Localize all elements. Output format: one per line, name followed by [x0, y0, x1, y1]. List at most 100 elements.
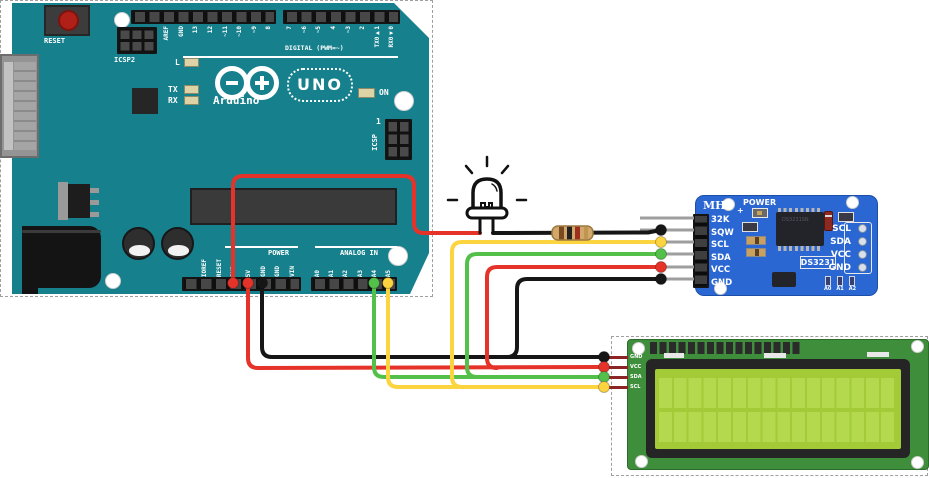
pin-label: ~3 [344, 26, 352, 34]
pin-label: A5 [385, 269, 393, 277]
led-l [184, 58, 199, 67]
rtc-left-header[interactable] [693, 214, 709, 288]
voltage-regulator [58, 182, 68, 220]
pin-label: A0 [314, 269, 322, 277]
regulator-leg [90, 212, 99, 217]
arduino-logo-plus-circle [245, 66, 279, 100]
resistor[interactable] [551, 225, 594, 241]
silkscreen-line [183, 56, 398, 58]
rtc-right-pin[interactable]: GND [808, 261, 872, 274]
led-on-label: ON [379, 88, 389, 97]
pin-label: RX0◀0 [388, 26, 396, 48]
dot-rtc-gnd[interactable] [655, 273, 667, 285]
rtc-right-pad-box [844, 222, 872, 274]
pin-label: 3V3 [230, 266, 238, 277]
reset-button[interactable] [44, 5, 90, 36]
regulator-leg [90, 188, 99, 193]
reset-button-cap[interactable] [58, 10, 79, 31]
rtc-module-label: DS3231 [800, 256, 836, 269]
led-l-label: L [175, 58, 180, 67]
led-rays [446, 155, 528, 202]
pin-label: VIN [288, 266, 296, 277]
rtc-pin-label: 32K [711, 215, 730, 225]
lcd-pin-stub [607, 375, 628, 379]
rtc-right-pin[interactable]: SCL [808, 222, 872, 235]
rtc-power-plus: + [737, 206, 744, 215]
rtc-power-label: POWER [743, 198, 777, 207]
rtc-right-pin[interactable]: VCC [808, 248, 872, 261]
lcd-pin[interactable]: GND [607, 352, 642, 362]
solder-pad [858, 224, 867, 233]
digital-caption: DIGITAL (PWM=~) [285, 44, 344, 52]
mounting-hole [846, 196, 859, 209]
pin-label: 4 [330, 26, 338, 30]
power-header[interactable] [182, 277, 301, 291]
pin-label: ~11 [221, 26, 229, 37]
mounting-hole [105, 273, 121, 289]
lcd-top-pins[interactable] [650, 342, 802, 354]
pin-label: GND [177, 26, 185, 37]
digital-header-left[interactable] [131, 10, 276, 24]
dot-rtc-sda[interactable] [655, 248, 667, 260]
pin-label: GND [274, 266, 282, 277]
pin-label: A4 [370, 269, 378, 277]
lcd-pin[interactable]: VCC [607, 362, 642, 372]
icsp-label: ICSP [371, 134, 379, 151]
solder-pad [858, 237, 867, 246]
wire-a4-sda-green[interactable] [372, 281, 600, 379]
pin-label: A2 [342, 269, 350, 277]
rtc-pin-label: SQW [711, 227, 734, 238]
mounting-hole [714, 282, 727, 295]
led-on [358, 88, 375, 98]
rtc-pin-label: GND [711, 277, 733, 288]
voltage-regulator-body [68, 184, 90, 218]
lcd-pin[interactable]: SDA [607, 372, 642, 382]
pin-label: RESET [215, 258, 223, 277]
lcd-pin-stub [607, 355, 628, 359]
analog-header[interactable] [311, 277, 397, 291]
lcd-module[interactable] [627, 339, 929, 470]
rtc-right-pin[interactable]: SDA [808, 235, 872, 248]
rtc-pin-label: SCL [711, 240, 729, 251]
address-jumper: A0 [824, 276, 831, 292]
dot-rtc-vcc[interactable] [655, 261, 667, 273]
pin-label: ~5 [315, 26, 323, 34]
led-rx-label: RX [168, 96, 178, 105]
lcd-pin[interactable]: SCL [607, 382, 642, 392]
eeprom-chip [772, 272, 796, 287]
led-anvil [480, 202, 493, 211]
pin-label: IOREF [201, 258, 209, 277]
rtc-pin-label: SDA [711, 252, 731, 263]
resistor-band-1 [559, 226, 564, 240]
led[interactable] [446, 155, 528, 235]
icsp2-label: ICSP2 [114, 56, 136, 64]
mounting-hole [911, 456, 924, 469]
pin-label: 8 [265, 26, 273, 30]
capacitor [161, 227, 194, 260]
rtc-pin-label: VCC [711, 265, 731, 276]
led-bulb [471, 177, 503, 212]
dot-rtc-scl[interactable] [655, 236, 667, 248]
digital-header-right[interactable] [283, 10, 400, 24]
address-jumper: A1 [836, 276, 844, 292]
smd-resistor [838, 212, 854, 222]
led-highlight [491, 183, 498, 192]
pin-label: TX0▶1 [373, 26, 381, 48]
smd-resistor [746, 248, 766, 257]
wire-led-to-sqw-black[interactable] [491, 228, 663, 235]
resistor-band-2 [567, 226, 572, 240]
pin-label: 2 [359, 26, 367, 30]
mounting-hole [911, 340, 924, 353]
led-base [465, 206, 509, 220]
pin-label: 12 [207, 26, 215, 34]
rtc-pin-leads [640, 216, 694, 281]
usb-connector [0, 54, 39, 158]
wire-a5-scl-yellow[interactable] [386, 281, 600, 389]
dot-rtc-sqw[interactable] [655, 224, 667, 236]
